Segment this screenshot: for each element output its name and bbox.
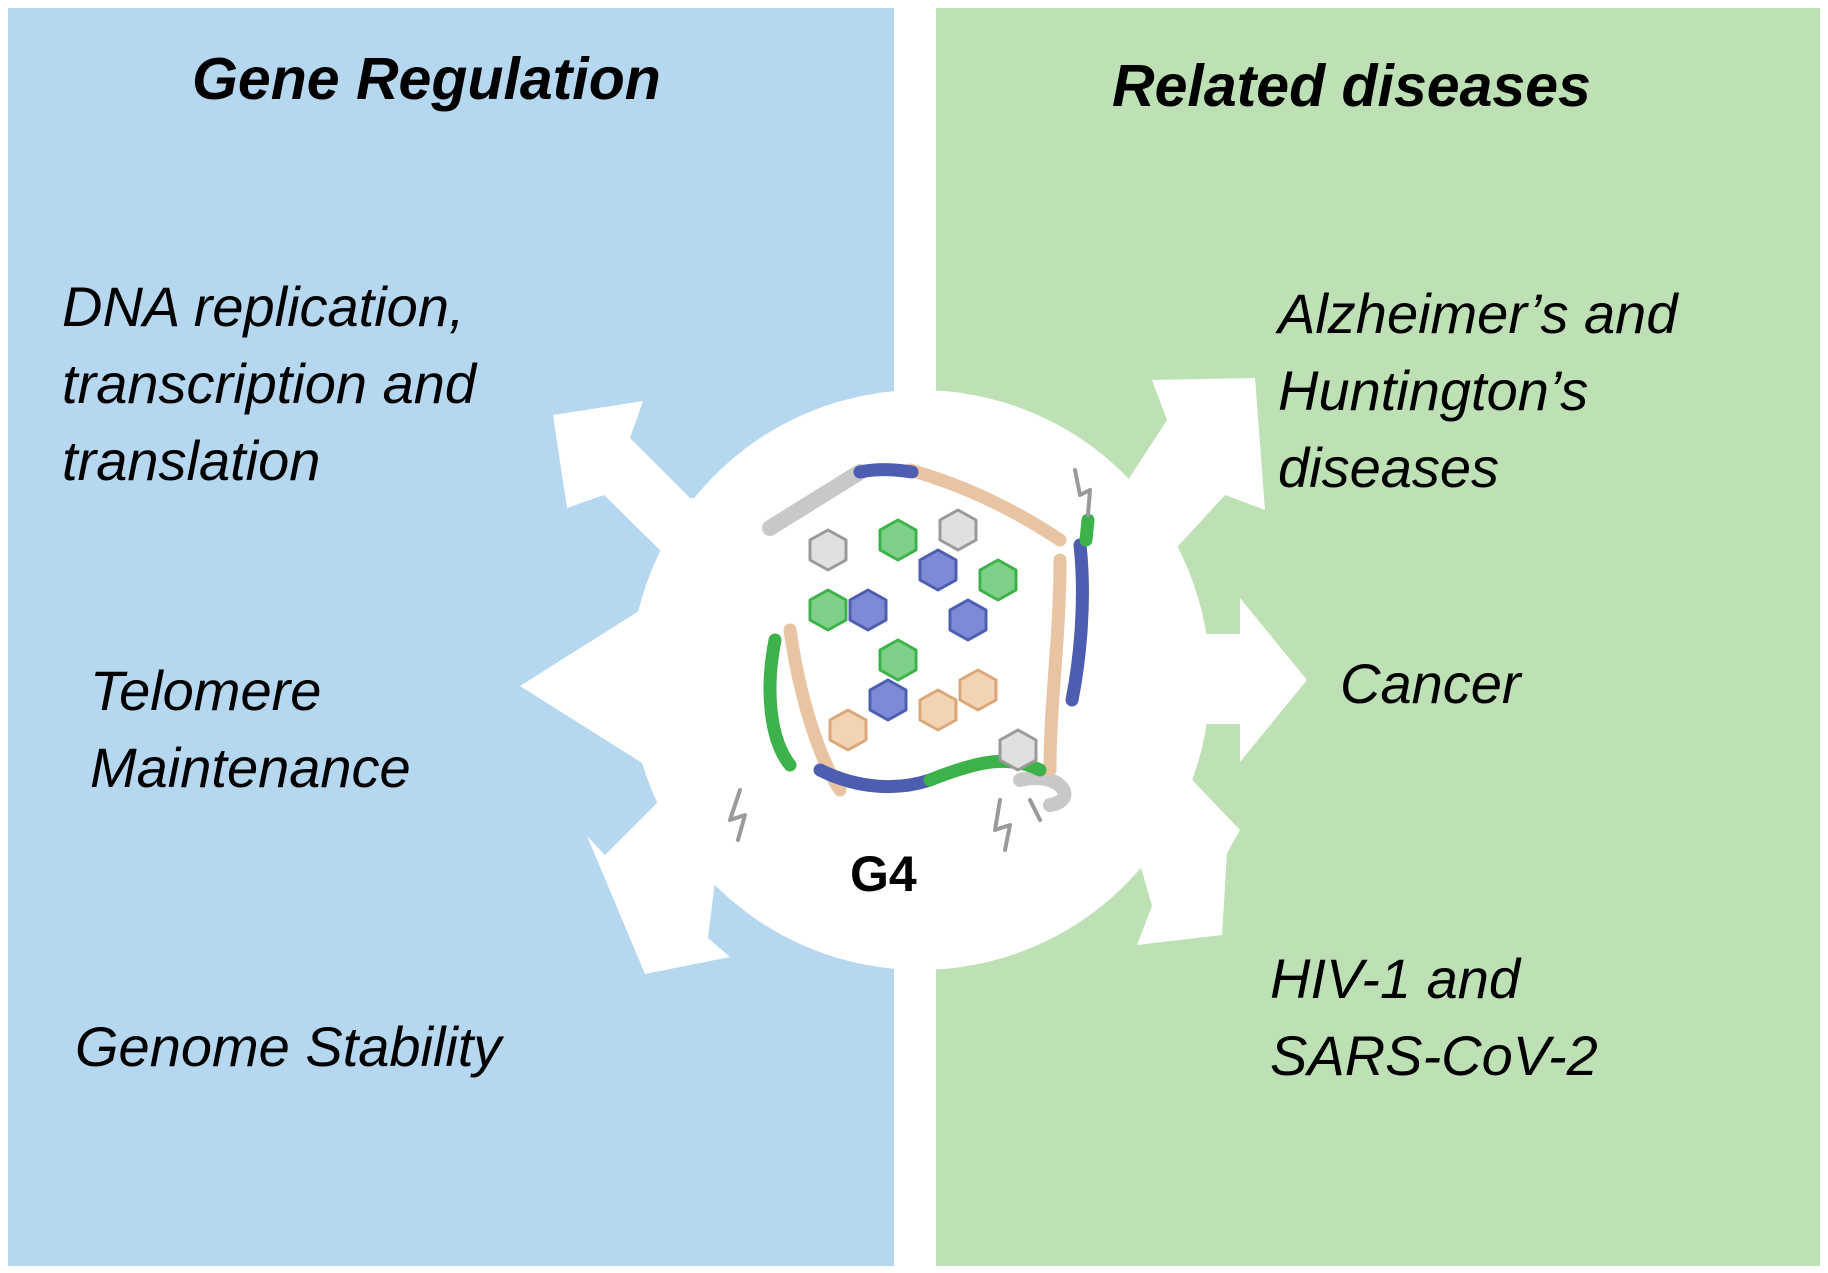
item-line: Genome Stability [75, 1015, 502, 1078]
dna-replication-item: DNA replication, transcription and trans… [62, 268, 476, 499]
cancer-item: Cancer [1340, 645, 1521, 722]
telomere-maintenance-item: Telomere Maintenance [90, 652, 411, 806]
hiv-sars-item: HIV-1 and SARS-CoV-2 [1270, 940, 1598, 1094]
item-line: Cancer [1340, 652, 1521, 715]
item-line: translation [62, 429, 321, 492]
item-line: diseases [1278, 436, 1500, 499]
item-line: DNA replication, [62, 275, 465, 338]
genome-stability-item: Genome Stability [75, 1008, 501, 1085]
g4-label: G4 [850, 846, 917, 902]
alzheimers-huntingtons-item: Alzheimer’s and Huntington’s diseases [1278, 275, 1677, 506]
item-line: HIV-1 and [1270, 947, 1521, 1010]
arrow-upper-left [553, 401, 720, 555]
item-line: transcription and [62, 352, 477, 415]
item-line: Huntington’s [1278, 359, 1589, 422]
gene-regulation-title: Gene Regulation [192, 46, 661, 112]
item-line: Maintenance [90, 736, 411, 799]
item-line: Telomere [90, 659, 322, 722]
g-quadruplex-structure-icon [728, 463, 1095, 852]
g4-hub-circle [630, 390, 1210, 970]
related-diseases-title: Related diseases [1112, 53, 1591, 119]
item-line: SARS-CoV-2 [1270, 1024, 1598, 1087]
item-line: Alzheimer’s and [1278, 282, 1678, 345]
